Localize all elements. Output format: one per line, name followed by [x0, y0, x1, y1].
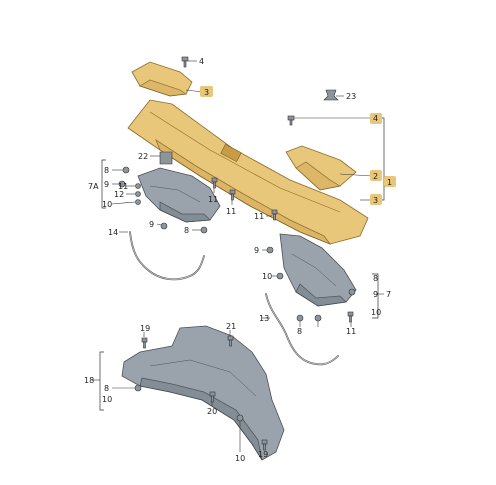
label-8-bottom: 8 [104, 384, 109, 393]
screw-4-top [181, 56, 189, 68]
label-23: 23 [346, 92, 356, 101]
label-10-bottom: 10 [102, 395, 112, 404]
label-19-top: 19 [140, 324, 150, 333]
label-10-bottom-b: 10 [235, 454, 245, 463]
highlight-1 [384, 176, 396, 187]
highlight-3a [200, 86, 213, 97]
label-11-left: 11 [118, 182, 128, 191]
fasteners [118, 56, 356, 451]
bolt-11e [347, 311, 354, 323]
label-11-center-c: 11 [254, 212, 264, 221]
label-8-center: 8 [184, 226, 189, 235]
bracket-22 [159, 151, 173, 165]
nut-8e [134, 384, 142, 392]
clip-23 [323, 89, 339, 101]
upper-cover-panel [131, 61, 193, 97]
label-8-right: 8 [373, 274, 378, 283]
highlight-4b [370, 113, 382, 124]
label-8-mid: 8 [297, 327, 302, 336]
label-9-right-b: 9 [373, 290, 378, 299]
label-3-right: 3 [373, 196, 378, 205]
bolt-19b [261, 439, 268, 451]
nut-8a [122, 166, 130, 174]
label-14: 14 [108, 228, 118, 237]
drain-hose-right [265, 293, 339, 366]
right-insulation [279, 233, 357, 307]
right-cover-panel [285, 145, 357, 191]
label-11-center-a: 11 [208, 195, 218, 204]
nut-8b [200, 226, 208, 234]
nut-9c [266, 246, 274, 254]
label-9-right: 9 [254, 246, 259, 255]
bolt-10a [135, 199, 141, 205]
nut-9b [160, 222, 168, 230]
bolt-10e [236, 414, 244, 422]
bolt-12 [135, 191, 141, 197]
bolt-10b [276, 272, 284, 280]
label-8-left: 8 [104, 166, 109, 175]
label-11-center-b: 11 [226, 207, 236, 216]
nut-8c [296, 314, 304, 322]
label-2: 2 [373, 172, 378, 181]
label-11-right: 11 [346, 327, 356, 336]
nut-9d [314, 314, 322, 322]
label-3-top: 3 [204, 88, 209, 97]
label-21: 21 [226, 322, 236, 331]
highlight-2 [370, 170, 382, 181]
bolt-11c [229, 189, 236, 201]
label-7A: 7A [88, 182, 99, 191]
label-10-right-b: 10 [371, 308, 381, 317]
label-4-top: 4 [199, 57, 204, 66]
label-19-bottom: 19 [258, 450, 268, 459]
bolt-11d [271, 209, 278, 221]
label-7: 7 [386, 290, 391, 299]
label-20: 20 [207, 407, 217, 416]
label-10-right: 10 [262, 272, 272, 281]
label-18: 18 [84, 376, 94, 385]
callout-labels: 4 3 23 4 2 1 3 22 8 9 7A 11 12 10 11 11 … [84, 57, 392, 463]
label-1: 1 [387, 178, 392, 187]
bolt-20 [209, 391, 216, 403]
left-insulation [137, 167, 221, 223]
bolt-11a [135, 183, 141, 189]
label-22: 22 [138, 152, 148, 161]
bolt-21 [227, 335, 234, 347]
highlight-3b [370, 194, 382, 205]
drain-hose-left [129, 231, 205, 281]
label-9-center: 9 [149, 220, 154, 229]
label-4-right: 4 [373, 114, 378, 123]
bolt-19a [141, 337, 148, 349]
label-12: 12 [114, 190, 124, 199]
label-10-left: 10 [102, 200, 112, 209]
bolt-11b [211, 177, 218, 189]
label-9-left: 9 [104, 180, 109, 189]
label-13: 13 [259, 314, 269, 323]
bolt-10c [348, 288, 356, 296]
screw-4-right [287, 115, 295, 126]
lower-insulation [121, 325, 285, 461]
